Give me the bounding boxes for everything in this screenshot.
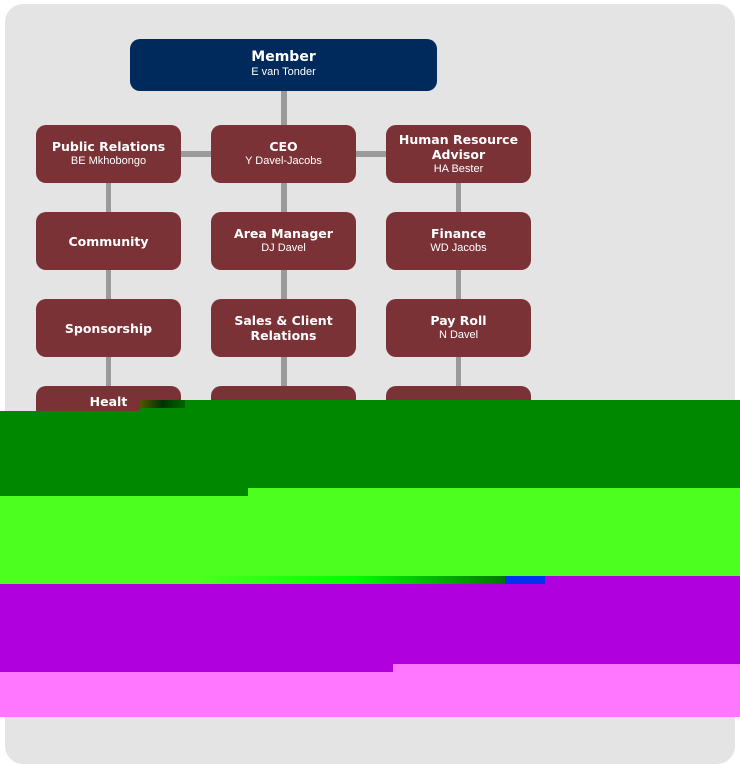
connector	[180, 151, 212, 157]
node-title: Community	[68, 233, 149, 249]
artifact-band	[0, 411, 140, 488]
node-name: N Davel	[438, 329, 479, 341]
org-node[interactable]: Sales & Client Relations	[211, 299, 356, 357]
node-title: Area Manager	[234, 226, 333, 241]
node-name: BE Mkhobongo	[70, 155, 147, 167]
artifact-band	[185, 400, 740, 488]
connector	[456, 182, 461, 392]
node-title: Member	[251, 49, 316, 65]
artifact-band	[0, 488, 248, 496]
node-name: DJ Davel	[261, 242, 306, 254]
artifact-band	[140, 400, 185, 408]
node-title: Sales & Client Relations	[234, 313, 333, 343]
node-title: Public Relations	[51, 139, 166, 154]
node-title: Finance	[431, 226, 486, 241]
org-node[interactable]: Sponsorship	[36, 299, 181, 357]
artifact-band	[505, 576, 545, 584]
node-title: Pay Roll	[430, 313, 487, 328]
org-node[interactable]: Community	[36, 212, 181, 270]
artifact-band	[0, 496, 740, 576]
node-title: Healt	[89, 394, 128, 409]
artifact-band	[393, 664, 740, 672]
node-name: HA Bester	[433, 162, 484, 175]
artifact-band	[200, 576, 505, 584]
node-title: CEO	[269, 139, 298, 154]
node-name: E van Tonder	[251, 66, 316, 78]
node-name: WD Jacobs	[430, 242, 487, 254]
node-title: Human Resource Advisor	[398, 131, 519, 162]
artifact-band	[140, 408, 185, 488]
artifact-band	[0, 672, 740, 717]
artifact-band	[0, 576, 200, 584]
node-title: Sponsorship	[64, 320, 153, 336]
connector	[355, 151, 387, 157]
node-name: Y Davel-Jacobs	[245, 155, 322, 167]
connector	[106, 182, 111, 392]
artifact-band	[545, 576, 740, 584]
artifact-band	[0, 584, 740, 664]
artifact-band	[0, 664, 393, 672]
artifact-band	[248, 488, 740, 496]
org-node-member[interactable]: Member E van Tonder	[130, 39, 437, 91]
